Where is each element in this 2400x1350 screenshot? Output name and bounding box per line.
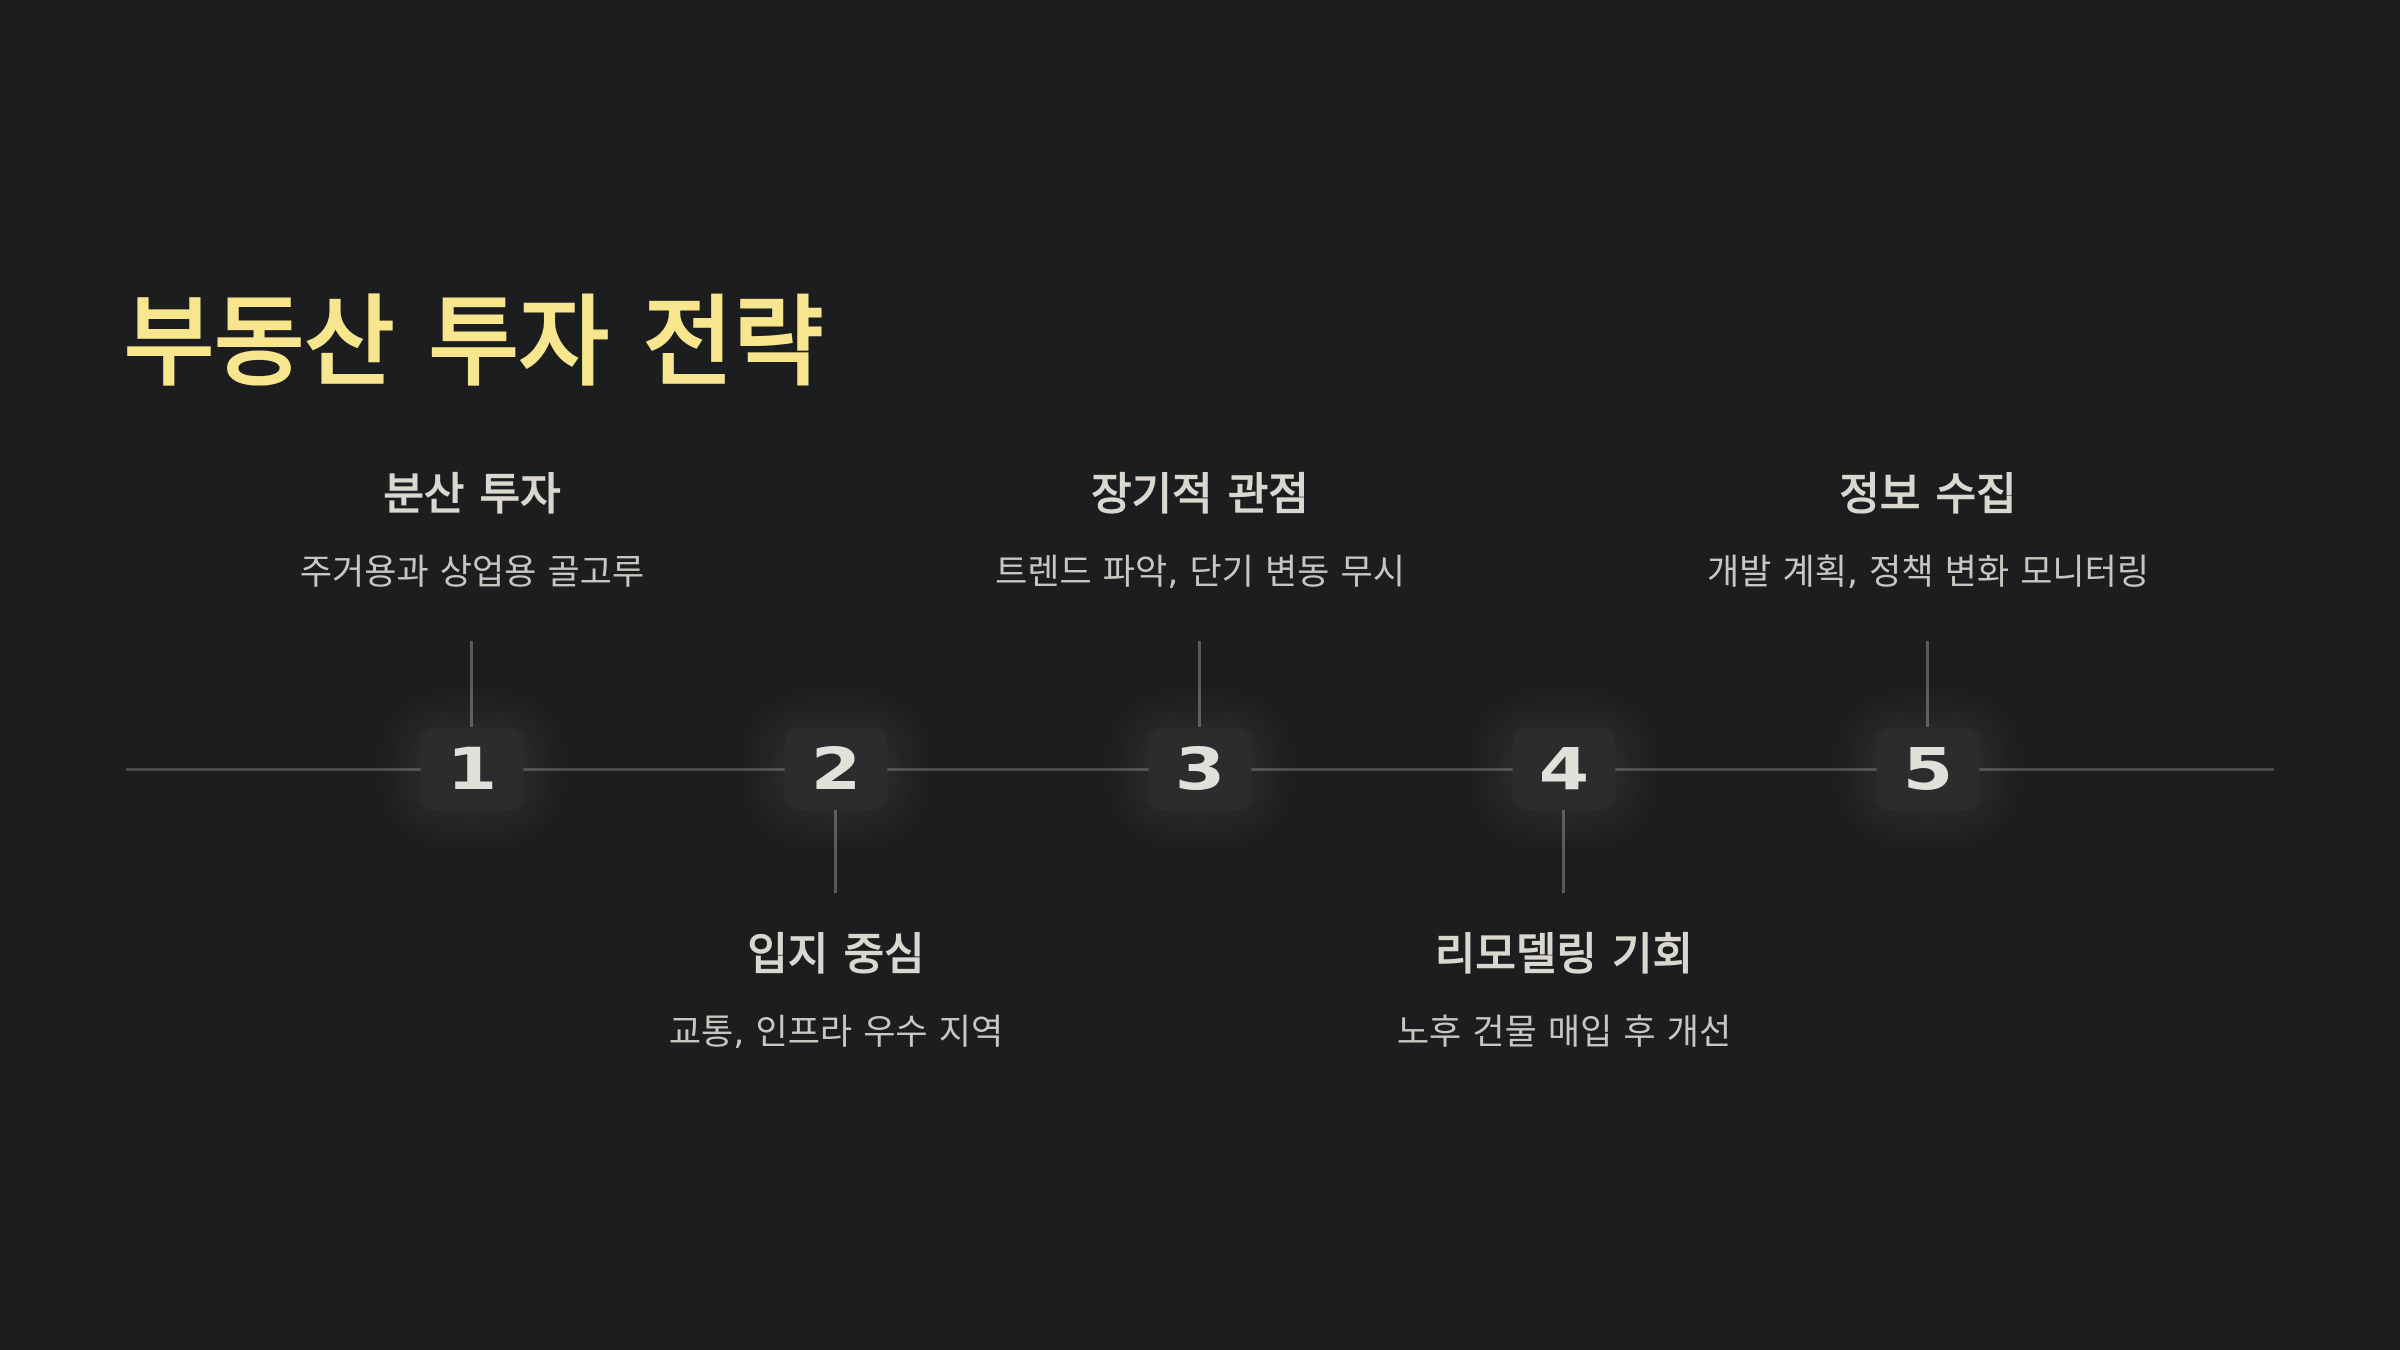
step-marker-2: 2 xyxy=(784,728,888,810)
step-description-2: 교통, 인프라 우수 지역 xyxy=(668,1013,1004,1053)
step-title-5: 정보 수집 xyxy=(1839,469,2017,520)
step-marker-5: 5 xyxy=(1876,728,1980,810)
connector-2 xyxy=(834,807,837,893)
step-title-1: 분산 투자 xyxy=(383,469,561,520)
slide-title: 부동산 투자 전략 xyxy=(124,286,824,400)
step-description-3: 트렌드 파악, 단기 변동 무시 xyxy=(995,553,1405,593)
step-description-4: 노후 건물 매입 후 개선 xyxy=(1396,1013,1732,1053)
connector-3 xyxy=(1198,641,1201,727)
connector-1 xyxy=(470,641,473,727)
step-marker-3: 3 xyxy=(1148,728,1252,810)
connector-4 xyxy=(1562,807,1565,893)
step-title-2: 입지 중심 xyxy=(747,929,925,980)
step-title-3: 장기적 관점 xyxy=(1091,469,1309,520)
step-marker-1: 1 xyxy=(420,728,524,810)
step-description-5: 개발 계획, 정책 변화 모니터링 xyxy=(1706,553,2150,593)
step-marker-4: 4 xyxy=(1512,728,1616,810)
step-description-1: 주거용과 상업용 골고루 xyxy=(299,553,645,593)
connector-5 xyxy=(1926,641,1929,727)
step-title-4: 리모델링 기회 xyxy=(1434,929,1694,980)
